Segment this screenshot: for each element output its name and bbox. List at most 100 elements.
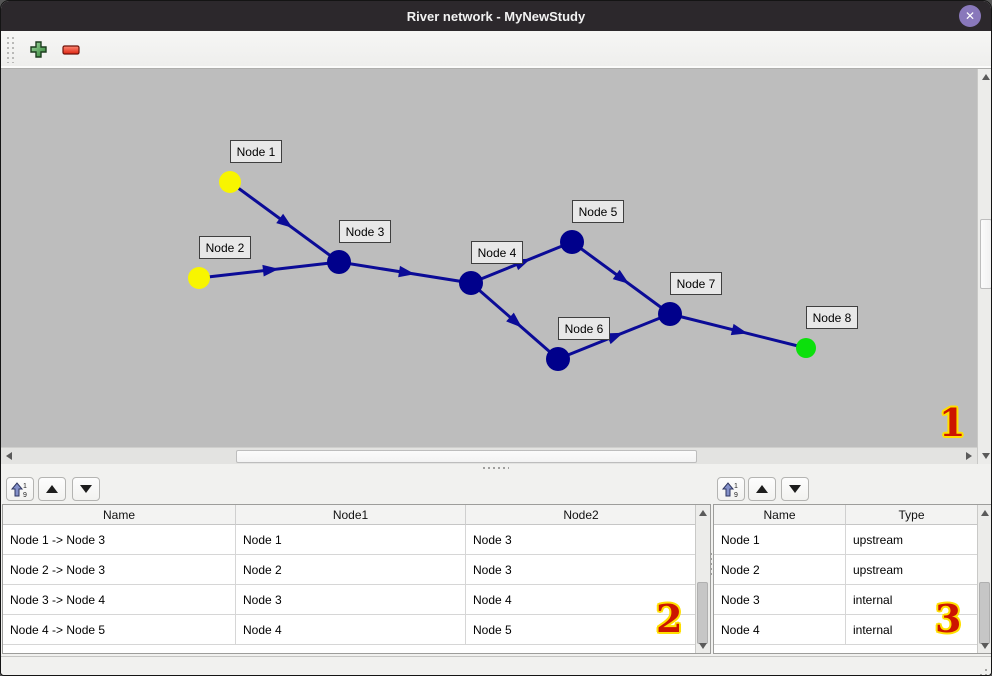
scroll-down-button[interactable] [978, 640, 991, 651]
triangle-down-icon [80, 485, 92, 493]
node-label-node-3[interactable]: Node 3 [339, 220, 391, 243]
arrow-down-icon [981, 642, 989, 649]
table-cell[interactable]: upstream [846, 555, 977, 585]
table-cell[interactable]: internal [846, 615, 977, 645]
node-label-node-4[interactable]: Node 4 [471, 241, 523, 264]
node-node-5[interactable] [560, 230, 584, 254]
svg-text:9: 9 [23, 492, 27, 498]
nodes-sort-button[interactable]: 1 9 [717, 477, 745, 501]
arrow-right-icon [966, 452, 972, 460]
column-header[interactable]: Node1 [236, 505, 466, 525]
scroll-down-button[interactable] [696, 640, 710, 651]
vertical-splitter[interactable] [707, 541, 715, 587]
table-cell[interactable]: Node 3 [714, 585, 846, 615]
triangle-up-icon [756, 485, 768, 493]
column-header[interactable]: Name [3, 505, 236, 525]
annotation-2: 2 [656, 596, 683, 641]
horizontal-scroll-thumb[interactable] [236, 450, 697, 463]
vertical-scroll-thumb[interactable] [697, 582, 708, 644]
reaches-move-up-button[interactable] [38, 477, 66, 501]
scroll-up-button[interactable] [696, 507, 710, 518]
node-node-4[interactable] [459, 271, 483, 295]
remove-node-button[interactable] [57, 36, 85, 64]
edge-arrow-icon [612, 269, 630, 284]
edge-arrow-icon [606, 332, 624, 345]
table-cell[interactable]: Node 1 [236, 525, 466, 555]
edge-arrow-icon [506, 312, 523, 328]
table-cell[interactable]: Node 4 [236, 615, 466, 645]
empty-row [3, 645, 695, 653]
reaches-move-down-button[interactable] [72, 477, 100, 501]
horizontal-splitter[interactable] [1, 464, 991, 472]
node-label-node-7[interactable]: Node 7 [670, 272, 722, 295]
table-cell[interactable]: Node 3 -> Node 4 [3, 585, 236, 615]
table-cell[interactable]: Node 1 -> Node 3 [3, 525, 236, 555]
node-node-1[interactable] [219, 171, 241, 193]
nodes-move-down-button[interactable] [781, 477, 809, 501]
table-cell[interactable]: Node 4 [466, 585, 695, 615]
table-cell[interactable]: Node 4 [714, 615, 846, 645]
add-node-button[interactable] [24, 36, 52, 64]
table-cell[interactable]: Node 4 -> Node 5 [3, 615, 236, 645]
reaches-sort-button[interactable]: 1 9 [6, 477, 34, 501]
table-cell[interactable]: Node 2 [714, 555, 846, 585]
splitter-grip-icon [483, 467, 509, 469]
node-node-3[interactable] [327, 250, 351, 274]
node-node-6[interactable] [546, 347, 570, 371]
arrow-down-icon [699, 642, 707, 649]
vertical-scroll-thumb[interactable] [980, 219, 991, 289]
table-cell[interactable]: upstream [846, 525, 977, 555]
toolbar-drag-handle[interactable] [7, 36, 14, 63]
nodes-move-up-button[interactable] [748, 477, 776, 501]
node-node-8[interactable] [796, 338, 816, 358]
table-cell[interactable]: Node 5 [466, 615, 695, 645]
node-label-node-6[interactable]: Node 6 [558, 317, 610, 340]
river-network-canvas[interactable]: Node 1 Node 2 Node 3 Node 4 Node 5 Node 6 Node… [1, 69, 977, 447]
table-cell[interactable]: internal [846, 585, 977, 615]
table-cell[interactable]: Node 2 [236, 555, 466, 585]
scroll-up-button[interactable] [978, 507, 991, 518]
scroll-up-button[interactable] [978, 71, 991, 83]
node-label-node-5[interactable]: Node 5 [572, 200, 624, 223]
scroll-down-button[interactable] [978, 450, 991, 462]
canvas-vertical-scrollbar[interactable] [977, 69, 991, 464]
table-cell[interactable]: Node 3 [466, 525, 695, 555]
scroll-left-button[interactable] [3, 448, 15, 464]
column-header[interactable]: Type [846, 505, 977, 525]
nodes-table-scrollbar[interactable] [977, 505, 991, 653]
titlebar: River network - MyNewStudy ✕ [1, 1, 991, 31]
table-cell[interactable]: Node 3 [236, 585, 466, 615]
main-toolbar [1, 31, 991, 69]
resize-grip-icon[interactable] [985, 669, 987, 671]
node-label-node-2[interactable]: Node 2 [199, 236, 251, 259]
edge-arrow-icon [262, 264, 279, 277]
table-cell[interactable]: Node 3 [466, 555, 695, 585]
column-header[interactable]: Node2 [466, 505, 695, 525]
scroll-right-button[interactable] [963, 448, 975, 464]
node-node-2[interactable] [188, 267, 210, 289]
node-node-7[interactable] [658, 302, 682, 326]
close-button[interactable]: ✕ [959, 5, 981, 27]
node-label-node-8[interactable]: Node 8 [806, 306, 858, 329]
canvas-horizontal-scrollbar[interactable] [1, 447, 977, 464]
node-label-node-1[interactable]: Node 1 [230, 140, 282, 163]
minus-icon [62, 45, 80, 55]
table-cell[interactable]: Node 2 -> Node 3 [3, 555, 236, 585]
column-header[interactable]: Name [714, 505, 846, 525]
vertical-scroll-thumb[interactable] [979, 582, 990, 644]
table-cell[interactable]: Node 1 [714, 525, 846, 555]
network-diagram [188, 171, 816, 371]
arrow-up-icon [981, 509, 989, 516]
triangle-down-icon [789, 485, 801, 493]
reaches-table-scrollbar[interactable] [695, 505, 710, 653]
